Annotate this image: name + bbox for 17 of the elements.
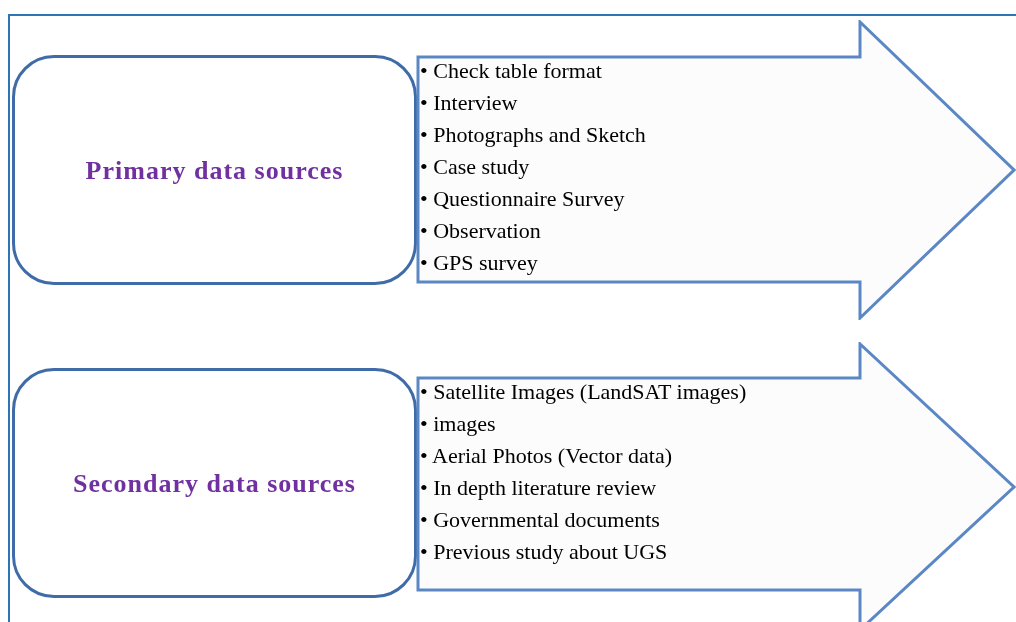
bullet-item: • Check table format xyxy=(420,59,603,83)
bullet-item: • Case study xyxy=(420,155,531,179)
rounded-box xyxy=(12,55,417,285)
bullet-item: • Observation xyxy=(420,219,542,243)
bullet-item: • Previous study about UGS xyxy=(420,540,669,564)
bullet-item: • In depth literature review xyxy=(420,476,658,500)
rounded-box xyxy=(12,368,417,598)
bullet-item: • GPS survey xyxy=(420,251,539,275)
bullet-item: • Interview xyxy=(420,91,519,115)
bullet-item: • Satellite Images (LandSAT images) xyxy=(420,380,747,404)
bullet-item: • Questionnaire Survey xyxy=(420,187,626,211)
box-title: Secondary data sources xyxy=(73,467,356,500)
bullet-item: • Governmental documents xyxy=(420,508,661,532)
bullet-item: • Aerial Photos (Vector data) xyxy=(420,444,674,468)
bullet-item: • images xyxy=(420,412,497,436)
box-title: Primary data sources xyxy=(85,154,344,187)
bullet-item: • Photographs and Sketch xyxy=(420,123,646,147)
